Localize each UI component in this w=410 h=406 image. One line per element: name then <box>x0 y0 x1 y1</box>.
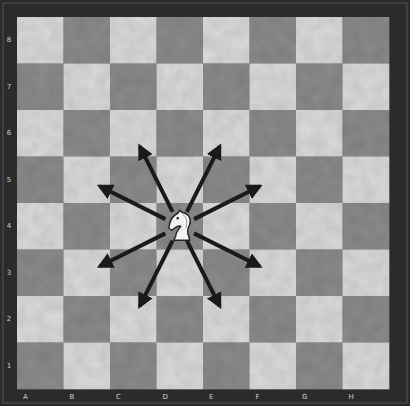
file-label: G <box>302 393 307 401</box>
rank-label: 2 <box>7 315 11 323</box>
knight-mane <box>183 214 187 228</box>
move-arrow <box>140 146 173 212</box>
file-label: A <box>23 393 28 401</box>
knight-body <box>169 210 191 240</box>
move-arrow <box>187 241 220 307</box>
rank-label: 7 <box>7 83 11 91</box>
file-label: H <box>349 393 354 401</box>
knight-eye <box>177 217 179 219</box>
move-arrow <box>187 146 220 212</box>
marble-texture <box>17 17 389 389</box>
rank-label: 3 <box>7 269 11 277</box>
board-squares <box>17 17 389 389</box>
rank-label: 5 <box>7 176 11 184</box>
file-label: F <box>256 393 260 401</box>
knight-piece <box>169 210 191 240</box>
rank-label: 6 <box>7 129 11 137</box>
move-arrow <box>194 186 260 219</box>
move-arrow <box>100 233 166 266</box>
move-arrow <box>140 241 173 307</box>
move-arrow <box>100 186 166 219</box>
frame-edge <box>3 3 407 403</box>
rank-label: 4 <box>7 222 11 230</box>
file-label: B <box>70 393 75 401</box>
knight-icon <box>169 210 191 240</box>
file-label: D <box>163 393 168 401</box>
file-label: C <box>116 393 121 401</box>
move-arrow <box>194 233 260 266</box>
file-label: E <box>209 393 213 401</box>
knight-move-arrows <box>100 146 260 306</box>
rank-label: 8 <box>7 36 11 44</box>
rank-label: 1 <box>7 362 11 370</box>
